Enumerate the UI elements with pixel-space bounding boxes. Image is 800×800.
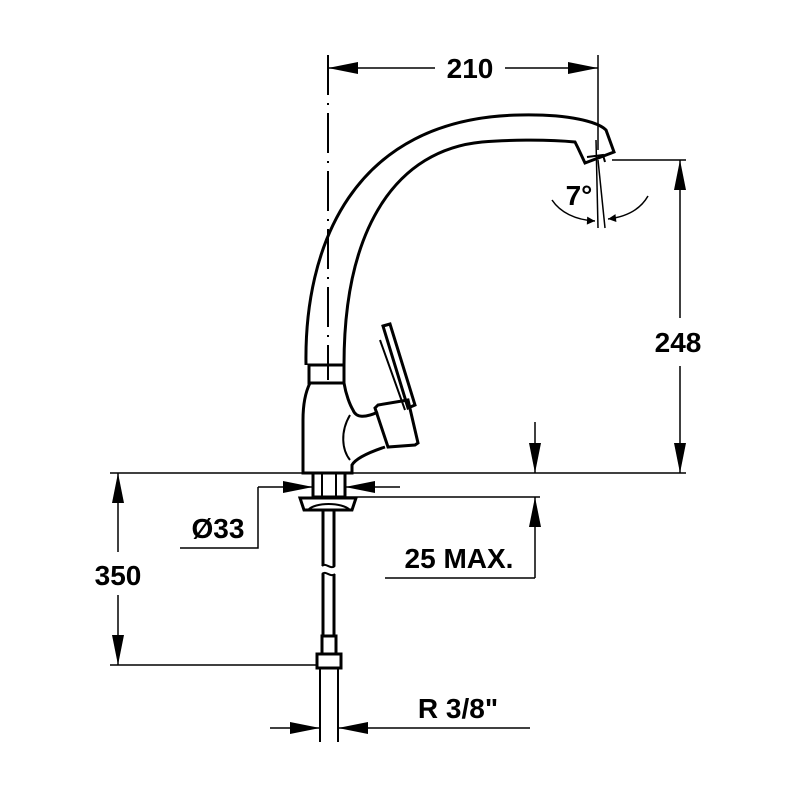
dim-7deg-label: 7° bbox=[566, 180, 593, 211]
dim-210-label: 210 bbox=[447, 53, 494, 84]
dimension-350: 350 bbox=[95, 473, 318, 666]
dim-thread-label: R 3/8" bbox=[418, 693, 498, 724]
spout bbox=[304, 113, 616, 366]
dimension-diameter-33: Ø33 bbox=[180, 481, 400, 549]
dimension-thread: R 3/8" bbox=[270, 693, 530, 734]
lever-handle bbox=[373, 322, 420, 449]
dim-25max-label: 25 MAX. bbox=[405, 543, 514, 574]
mounting-assembly bbox=[297, 471, 359, 742]
dim-diameter-label: Ø33 bbox=[192, 513, 245, 544]
dim-248-label: 248 bbox=[655, 327, 702, 358]
aerator bbox=[586, 153, 606, 163]
dimension-248: 248 bbox=[612, 159, 702, 473]
dimension-7deg: 7° bbox=[551, 139, 649, 229]
dimension-25max: 25 MAX. bbox=[385, 422, 541, 579]
dim-350-label: 350 bbox=[95, 560, 142, 591]
spout-ring bbox=[307, 363, 346, 385]
dimension-210: 210 bbox=[328, 53, 599, 150]
